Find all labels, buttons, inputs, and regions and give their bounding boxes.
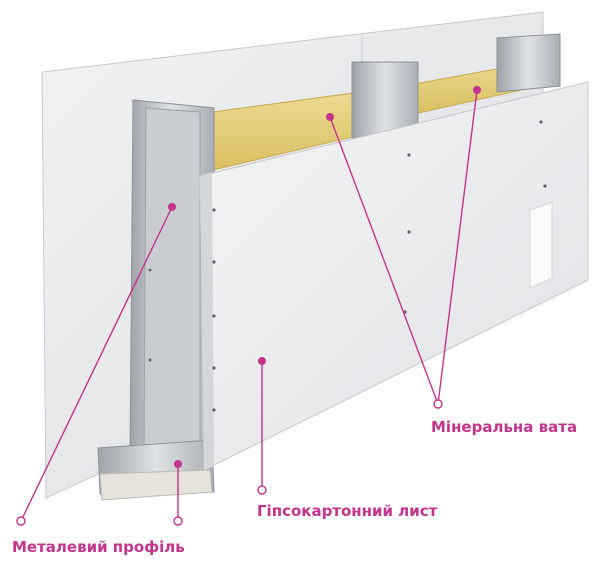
metal-profile-right — [496, 33, 561, 93]
gypsum-board-leader — [257, 357, 267, 495]
front-gypsum-board — [148, 81, 589, 471]
gypsum-board-label: Гіпсокартонний лист — [257, 502, 438, 520]
mineral-wool-leaders — [326, 86, 481, 409]
metal-profile-left — [97, 99, 215, 501]
metal-profile-leaders — [16, 203, 183, 526]
metal-profile-label: Металевий профіль — [12, 538, 185, 556]
mineral-wool-label: Мінеральна вата — [431, 418, 578, 436]
